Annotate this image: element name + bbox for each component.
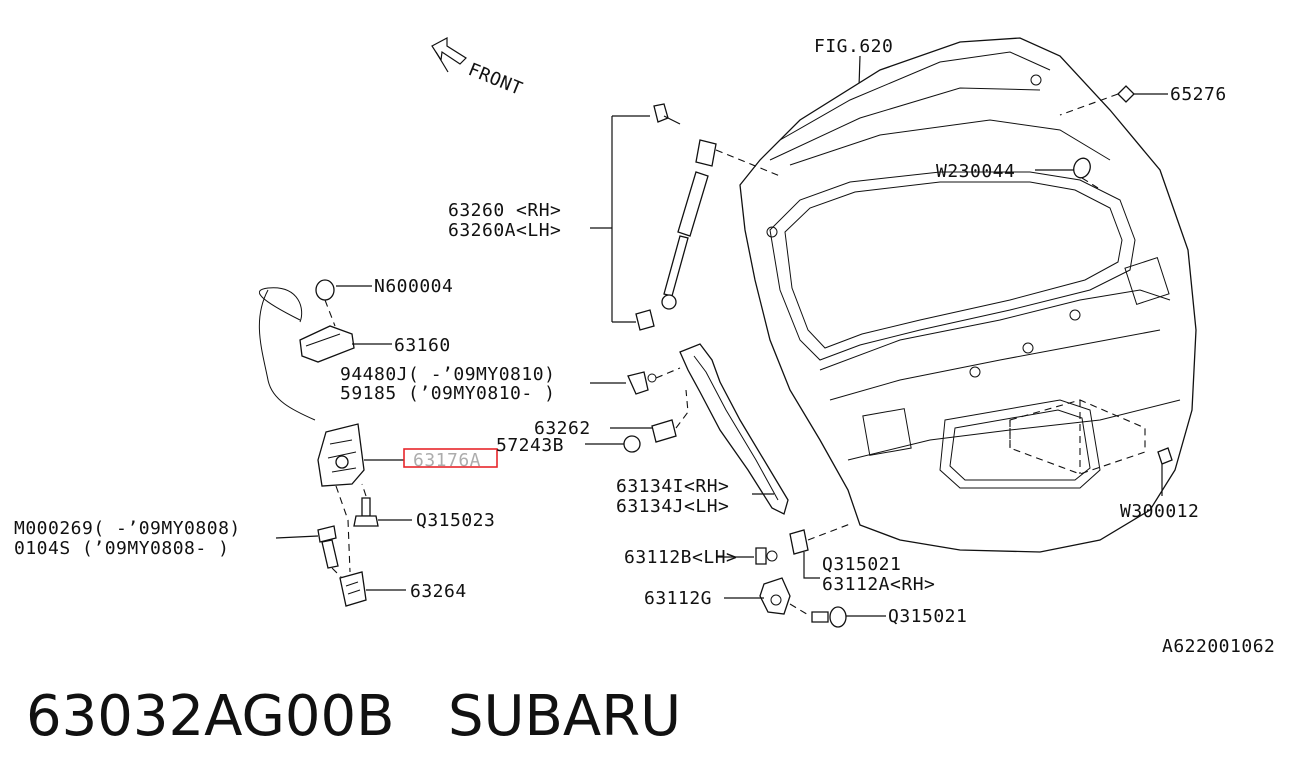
bolt-q315023: [353, 497, 379, 527]
gas-strut: [635, 103, 781, 331]
highlight-box: [403, 448, 498, 468]
latch-assembly: [317, 423, 404, 487]
callout-63112g: 63112G: [644, 588, 712, 609]
callout-63264: 63264: [410, 581, 467, 602]
callout-63112a: Q315021: [822, 554, 901, 575]
bolt-q315021-lower: [811, 606, 847, 628]
figure-reference: FIG.620: [814, 36, 893, 57]
callout-63176a[interactable]: 63176A: [413, 450, 481, 471]
callout-m000269: M000269( -’09MY0808): [14, 518, 241, 539]
tailgate-panel: [739, 37, 1197, 553]
callout-w300012: W300012: [1120, 501, 1199, 522]
trim-bar-63134: [679, 343, 789, 515]
bumper-57243b: [623, 435, 641, 453]
clip-w300012: [1157, 447, 1173, 465]
cushion-63112g: [759, 577, 791, 615]
callout-63260: 63260 <RH>: [448, 200, 561, 221]
plug-65276: [1117, 85, 1135, 103]
callout-q315021-upper: 63112B<LH>: [624, 547, 737, 568]
callout-59185: 59185 (’09MY0810- ): [340, 383, 555, 404]
callout-63134i: 63134I<RH>: [616, 476, 729, 497]
callout-57243b: 57243B: [496, 435, 564, 456]
clip-94480j: [627, 371, 649, 395]
callout-63112b: 63112A<RH>: [822, 574, 935, 595]
striker-63264: [339, 571, 367, 607]
callout-63160: 63160: [394, 335, 451, 356]
front-label: FRONT: [465, 59, 525, 100]
callout-63260a: 63260A<LH>: [448, 220, 561, 241]
front-arrow-icon: [431, 37, 467, 73]
callout-63262: 63262: [534, 418, 591, 439]
callout-w230044: W230044: [936, 161, 1015, 182]
callout-65276: 65276: [1170, 84, 1227, 105]
callout-n600004: N600004: [374, 276, 453, 297]
bracket-63112a: [789, 529, 809, 555]
cable-assembly: [258, 279, 355, 421]
part-number-title: 63032AG00B SUBARU: [26, 684, 682, 749]
bumper-63262: [651, 419, 677, 443]
drawing-code: A622001062: [1162, 636, 1275, 657]
callout-94480j: 94480J( -’09MY0810): [340, 364, 555, 385]
bolt-q315021-upper: [755, 547, 778, 565]
screw-m000269: [317, 525, 339, 569]
callout-q315023: Q315023: [416, 510, 495, 531]
callout-q315021-lower: Q315021: [888, 606, 967, 627]
grommet-w230044: [1073, 157, 1091, 179]
callout-63134j: 63134J<LH>: [616, 496, 729, 517]
callout-0104s: 0104S (’09MY0808- ): [14, 538, 229, 559]
